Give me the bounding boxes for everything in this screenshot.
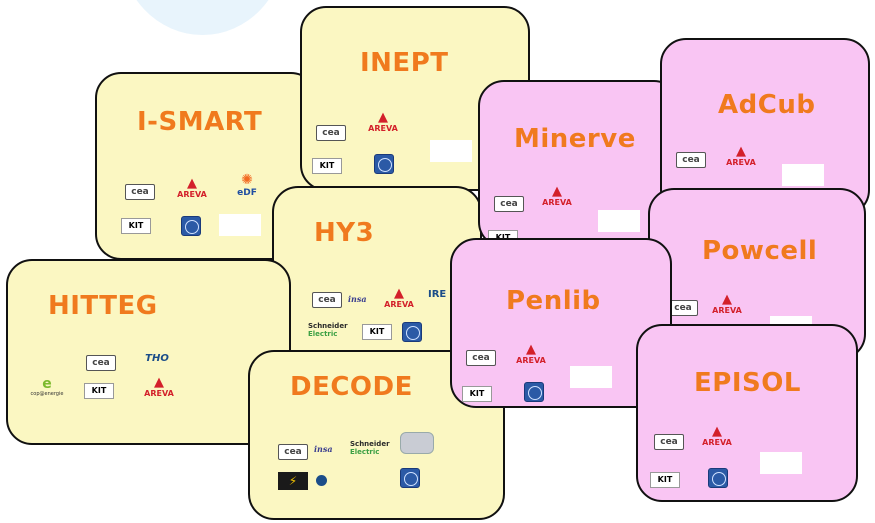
kit-logo: KIT (362, 324, 392, 340)
areva-logo: ▲AREVA (177, 176, 207, 199)
cea-logo: cea (278, 444, 308, 460)
text-block-logo (430, 140, 472, 162)
card-title: AdCub (718, 90, 816, 120)
card-title: I-SMART (137, 107, 263, 137)
insa-logo: insa (348, 294, 367, 304)
edf-label: eDF (237, 188, 257, 198)
areva-label: AREVA (177, 190, 207, 199)
kit-logo: KIT (121, 218, 151, 234)
card-title: Powcell (702, 236, 818, 266)
bolt-logo: ⚡ (278, 472, 308, 490)
areva-logo: ▲AREVA (702, 424, 732, 447)
card-penlib: Penlib cea ▲AREVA KIT (450, 238, 672, 408)
areva-label: AREVA (144, 389, 174, 398)
areva-logo: ▲AREVA (368, 110, 398, 133)
energie-label: cop@energie (30, 391, 64, 397)
text-block-logo (570, 366, 612, 388)
grey-emblem-logo (400, 432, 434, 454)
edf-logo: ✺eDF (237, 172, 257, 198)
areva-label: AREVA (712, 306, 742, 315)
areva-label: AREVA (702, 438, 732, 447)
university-seal-logo (524, 382, 544, 402)
cea-logo: cea (654, 434, 684, 450)
cea-logo: cea (668, 300, 698, 316)
tho-logo: THO (145, 353, 169, 364)
areva-logo: ▲AREVA (542, 184, 572, 207)
cea-logo: cea (494, 196, 524, 212)
areva-logo: ▲AREVA (144, 375, 174, 398)
text-block-logo (598, 210, 640, 232)
university-seal-logo (708, 468, 728, 488)
university-seal-logo (374, 154, 394, 174)
electric-label: Electric (308, 330, 338, 338)
card-title: HITTEG (48, 291, 158, 321)
card-title: HY3 (314, 218, 375, 248)
areva-label: AREVA (726, 158, 756, 167)
areva-label: AREVA (368, 124, 398, 133)
decorative-circle (120, 0, 285, 35)
card-title: INEPT (360, 48, 449, 78)
university-seal-logo (402, 322, 422, 342)
card-ismart: I-SMART cea ▲AREVA ✺eDF KIT (95, 72, 317, 260)
card-title: EPISOL (694, 368, 801, 398)
upc-logo (316, 474, 378, 488)
ire-logo: IRE (428, 289, 447, 300)
kit-logo: KIT (312, 158, 342, 174)
cea-logo: cea (86, 355, 116, 371)
cea-logo: cea (466, 350, 496, 366)
areva-label: AREVA (384, 300, 414, 309)
areva-logo: ▲AREVA (726, 144, 756, 167)
cea-logo: cea (316, 125, 346, 141)
cea-logo: cea (125, 184, 155, 200)
card-title: Minerve (514, 124, 636, 154)
areva-logo: ▲AREVA (712, 292, 742, 315)
card-title: Penlib (506, 286, 601, 316)
electric-label: Electric (350, 448, 380, 456)
areva-label: AREVA (516, 356, 546, 365)
kit-logo: KIT (84, 383, 114, 399)
kit-logo: KIT (650, 472, 680, 488)
text-block-logo (219, 214, 261, 236)
card-title: DECODE (290, 372, 413, 402)
insa-logo: insa (314, 444, 333, 454)
text-block-logo (782, 164, 824, 186)
cea-logo: cea (312, 292, 342, 308)
areva-label: AREVA (542, 198, 572, 207)
schneider-label: Schneider (308, 322, 348, 330)
kit-logo: KIT (462, 386, 492, 402)
areva-logo: ▲AREVA (516, 342, 546, 365)
schneider-label: Schneider (350, 440, 390, 448)
university-seal-logo (400, 468, 420, 488)
card-episol: EPISOL cea ▲AREVA KIT (636, 324, 858, 502)
university-seal-logo (181, 216, 201, 236)
text-block-logo (760, 452, 802, 474)
cea-logo: cea (676, 152, 706, 168)
burst-logo (30, 349, 64, 367)
areva-logo: ▲AREVA (384, 286, 414, 309)
